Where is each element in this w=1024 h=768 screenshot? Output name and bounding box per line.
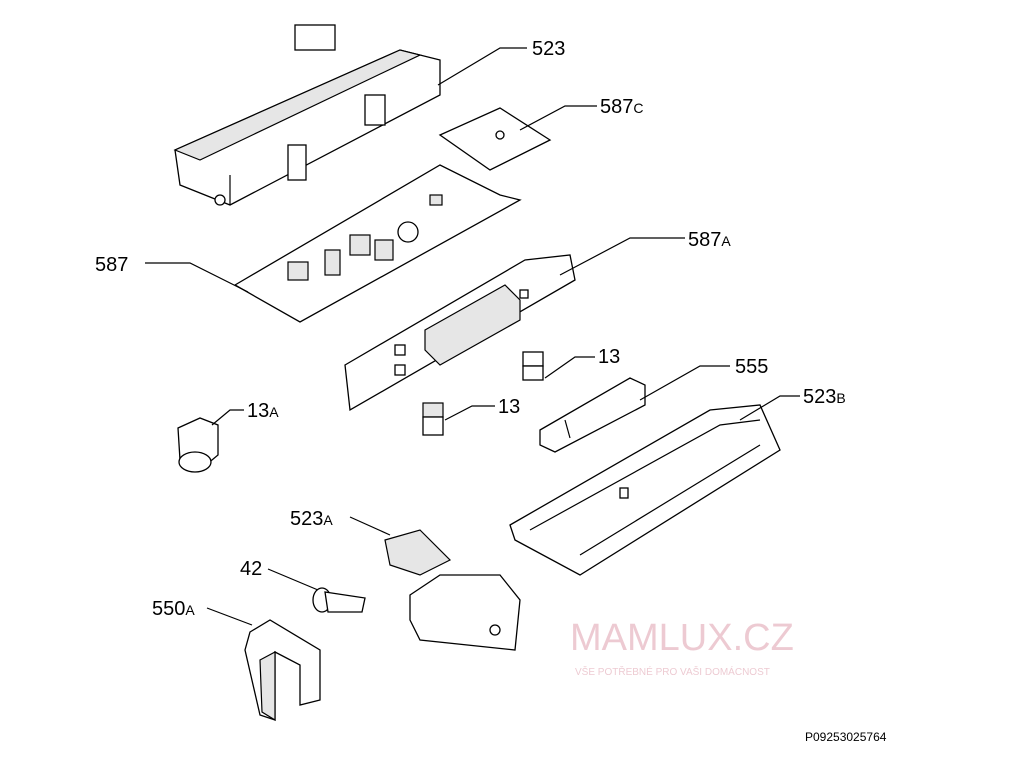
part-523a-end-cap <box>384 529 521 651</box>
label-523b: 523B <box>803 386 846 408</box>
label-42: 42 <box>240 558 262 580</box>
part-587a-board <box>344 254 576 412</box>
part-523-housing <box>173 24 441 206</box>
label-523a: 523A <box>290 508 333 530</box>
label-550a-number: 550 <box>152 598 185 620</box>
part-13a-connector <box>177 417 219 473</box>
label-587a: 587A <box>688 229 731 251</box>
label-13-upper: 13 <box>598 346 620 368</box>
part-13-clip-upper <box>522 351 544 381</box>
label-587c-number: 587 <box>600 96 633 118</box>
label-13-lower: 13 <box>498 396 520 418</box>
label-523a-number: 523 <box>290 508 323 530</box>
part-523b-tray <box>509 404 781 576</box>
watermark-tagline: VŠE POTŘEBNÉ PRO VAŠI DOMÁCNOST <box>575 665 770 678</box>
part-13-clip-lower <box>422 402 444 436</box>
label-523b-number: 523 <box>803 386 836 408</box>
watermark-brand: MAMLUX.CZ <box>570 617 794 659</box>
label-523b-suffix: B <box>836 390 845 406</box>
part-587-pcb <box>233 164 522 323</box>
part-42-plug <box>312 587 366 613</box>
part-555-cover <box>539 377 646 453</box>
label-523: 523 <box>532 38 565 60</box>
label-587c-suffix: C <box>633 100 643 116</box>
label-555: 555 <box>735 356 768 378</box>
label-550a-suffix: A <box>185 602 195 618</box>
part-587c-board <box>438 107 552 171</box>
drawing-code: P09253025764 <box>805 730 887 744</box>
label-587: 587 <box>95 254 128 276</box>
label-587c: 587C <box>600 96 644 118</box>
label-587a-number: 587 <box>688 229 721 251</box>
leader-lines <box>145 47 800 626</box>
part-550a-cover <box>244 619 321 722</box>
label-13a-number: 13 <box>247 400 269 422</box>
label-587a-suffix: A <box>721 233 731 249</box>
label-550a: 550A <box>152 598 195 620</box>
label-523a-suffix: A <box>323 512 333 528</box>
watermark: MAMLUX.CZ VŠE POTŘEBNÉ PRO VAŠI DOMÁCNOS… <box>570 617 794 678</box>
label-13a: 13A <box>247 400 279 422</box>
label-13a-suffix: A <box>269 404 279 420</box>
